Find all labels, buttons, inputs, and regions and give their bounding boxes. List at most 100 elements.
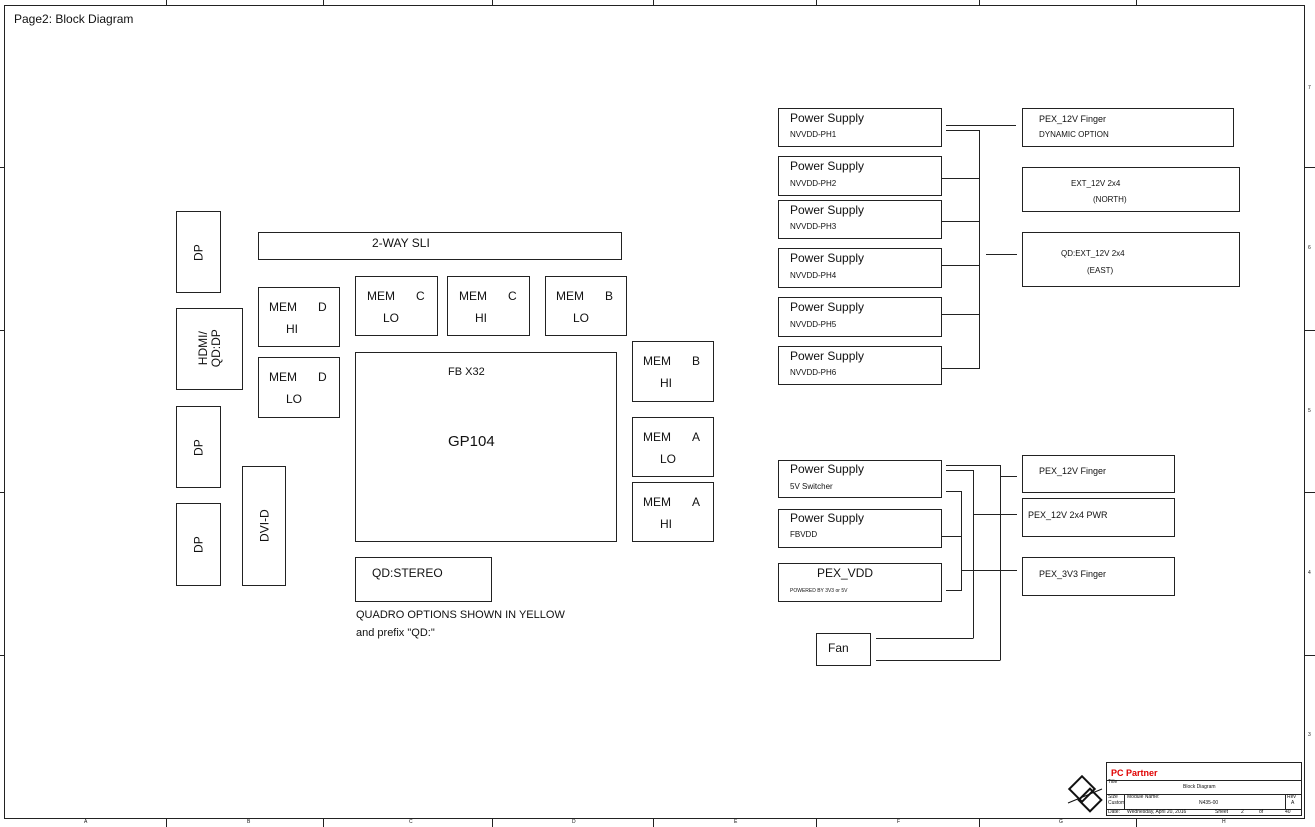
power-supply-title: Power Supply [790,159,865,173]
mem-channel: A [692,495,701,509]
source-pex-12v-finger-dynamic: PEX_12V Finger DYNAMIC OPTION [1022,108,1234,147]
power-supply-title: Power Supply [790,349,865,363]
source-pex-12v-2x4-pwr: PEX_12V 2x4 PWR [1022,498,1175,537]
date-value: Wednesday, April 20, 2016 [1127,809,1187,815]
border-label: 4 [1308,570,1311,576]
power-supply-title: Power Supply [790,251,865,265]
power-supply-nvvdd-ph5: Power Supply NVVDD-PH5 [778,297,942,337]
power-supply-title: Power Supply [790,462,865,476]
dp-connector-1: DP [176,211,221,293]
company-name: PC Partner [1111,768,1158,778]
mem-b-lo: MEM B LO [545,276,627,336]
power-supply-nvvdd-ph3: Power Supply NVVDD-PH3 [778,200,942,239]
of-label: of [1259,809,1264,815]
quadro-note-line1: QUADRO OPTIONS SHOWN IN YELLOW [356,609,565,621]
dvi-connector: DVI-D [242,466,286,586]
power-supply-rail: 5V Switcher [790,482,833,491]
power-supply-rail: NVVDD-PH3 [790,222,837,231]
border-label: 5 [1308,408,1311,414]
mem-name: MEM [269,370,297,384]
gpu-bus-label: FB X32 [448,366,485,378]
power-supply-nvvdd-ph1: Power Supply NVVDD-PH1 [778,108,942,147]
size-label: Size [1108,794,1118,800]
power-supply-nvvdd-ph6: Power Supply NVVDD-PH6 [778,346,942,385]
sheet-number: 2 [1241,809,1244,815]
title-block: PC Partner Title Block Diagram Size Cust… [1106,762,1302,816]
mem-channel: D [318,370,327,384]
hdmi-label-line2: QD:DP [209,329,223,368]
mem-channel: C [508,289,517,303]
hdmi-connector: HDMI/ QD:DP [176,308,243,390]
border-label: C [409,819,413,825]
border-label: F [897,819,901,825]
title-label: Title [1108,779,1118,785]
mem-channel: C [416,289,425,303]
border-label: 6 [1308,245,1311,251]
mem-b-hi: MEM B HI [632,341,714,402]
gpu-name: GP104 [448,433,495,450]
sli-label: 2-WAY SLI [372,236,430,250]
mem-d-hi: MEM D HI [258,287,340,347]
sheet-label: Sheet [1215,809,1229,815]
stereo-label: QD:STEREO [372,566,443,580]
module-label: Module Name: [1127,794,1160,800]
source-qd-ext-12v-east: QD:EXT_12V 2x4 (EAST) [1022,232,1240,287]
dp-label: DP [191,536,206,553]
power-supply-nvvdd-ph2: Power Supply NVVDD-PH2 [778,156,942,196]
dp-connector-2: DP [176,406,221,488]
mem-half: LO [573,311,590,325]
sheet-title: Block Diagram [1183,784,1216,790]
source-label: PEX_12V 2x4 PWR [1028,510,1108,520]
power-supply-rail: NVVDD-PH5 [790,320,837,329]
mem-half: LO [660,452,677,466]
mem-channel: B [605,289,614,303]
fan-label: Fan [828,641,849,655]
dp-connector-3: DP [176,503,221,586]
mem-half: LO [286,392,303,406]
mem-name: MEM [643,430,671,444]
pex-vdd-title: PEX_VDD [817,566,874,580]
power-supply-rail: NVVDD-PH4 [790,271,837,280]
mem-c-lo: MEM C LO [355,276,438,336]
power-supply-title: Power Supply [790,300,865,314]
hdmi-label-line1: HDMI/ [195,331,210,366]
source-ext-12v-north: EXT_12V 2x4 (NORTH) [1022,167,1240,212]
mem-name: MEM [269,300,297,314]
power-supply-fbvdd: Power Supply FBVDD [778,509,942,548]
hdmi-label: HDMI/ QD:DP [195,307,223,389]
fan-block: Fan [816,633,871,666]
border-label: E [734,819,738,825]
source-sublabel: (NORTH) [1093,195,1127,204]
mem-channel: B [692,354,701,368]
power-supply-title: Power Supply [790,203,865,217]
rev-label: Rev [1287,794,1296,800]
mem-half: HI [660,517,672,531]
mem-half: HI [286,322,298,336]
mem-name: MEM [643,495,671,509]
power-supply-rail: FBVDD [790,530,818,539]
sli-block: 2-WAY SLI [258,232,622,260]
mem-channel: A [692,430,701,444]
mem-channel: D [318,300,327,314]
border-label: 3 [1308,732,1311,738]
source-sublabel: DYNAMIC OPTION [1039,130,1109,139]
mem-name: MEM [556,289,584,303]
power-supply-title: Power Supply [790,111,865,125]
power-supply-5v-switcher: Power Supply 5V Switcher [778,460,942,498]
power-supply-rail: NVVDD-PH6 [790,368,837,377]
border-label: B [247,819,251,825]
quadro-note-line2: and prefix "QD:" [356,627,435,639]
power-supply-nvvdd-ph4: Power Supply NVVDD-PH4 [778,248,942,288]
dp-label: DP [191,244,206,261]
module-name: N435-00 [1199,800,1219,806]
pc-partner-logo-icon [1067,775,1103,813]
border-label: A [84,819,88,825]
source-label: PEX_12V Finger [1039,466,1107,476]
mem-half: HI [475,311,487,325]
source-label: PEX_12V Finger [1039,114,1107,124]
date-label: Date: [1108,809,1120,815]
source-pex-12v-finger: PEX_12V Finger [1022,455,1175,493]
mem-a-hi: MEM A HI [632,482,714,542]
mem-name: MEM [643,354,671,368]
